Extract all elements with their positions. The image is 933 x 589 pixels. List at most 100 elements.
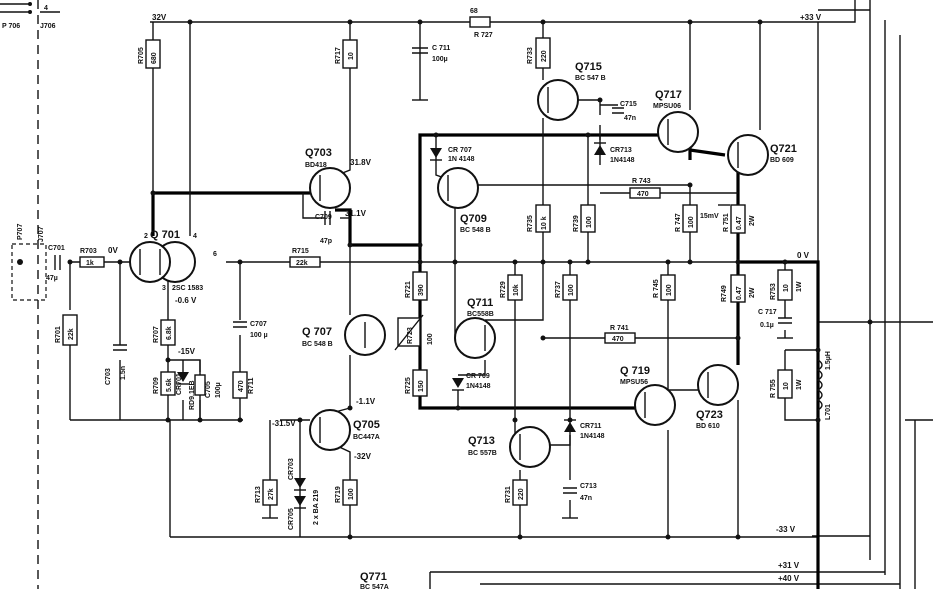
cr705-ref: CR705 bbox=[288, 508, 295, 530]
c705-ref: C705 bbox=[205, 381, 212, 398]
q713-ref: Q713 bbox=[468, 435, 495, 447]
c703-ref: C703 bbox=[105, 368, 112, 385]
q705-ref: Q705 bbox=[353, 419, 380, 431]
r705-ref: R705 bbox=[138, 47, 145, 64]
r729-value: 10k bbox=[513, 284, 520, 296]
rail-plus33v: +33 V bbox=[800, 13, 822, 22]
cr703-type: 2 x BA 219 bbox=[313, 490, 320, 525]
q701b-symbol bbox=[129, 241, 171, 283]
q719-ref: Q 719 bbox=[620, 365, 650, 377]
cr711-symbol bbox=[564, 422, 576, 432]
cr707-symbol bbox=[430, 148, 442, 158]
c711-value: 100µ bbox=[432, 56, 448, 63]
r745-ref: R 745 bbox=[653, 279, 660, 298]
r755-power: 1W bbox=[796, 379, 803, 390]
p706-label: P 706 bbox=[2, 23, 20, 30]
q709-ref: Q709 bbox=[460, 213, 487, 225]
v-q701-base: 0V bbox=[108, 246, 118, 255]
r727-body bbox=[469, 16, 491, 28]
r725-ref: R725 bbox=[405, 377, 412, 394]
r745-body bbox=[660, 274, 676, 301]
r747-ref: R 747 bbox=[675, 213, 682, 232]
thin-wiring bbox=[69, 22, 818, 537]
r709-value: 5.6k bbox=[166, 378, 173, 392]
r743-value: 470 bbox=[637, 191, 649, 198]
pin-2: 2 bbox=[144, 233, 148, 240]
q721-ref: Q721 bbox=[770, 143, 797, 155]
l701-inductor-symbol bbox=[816, 359, 823, 411]
cr701-symbol bbox=[177, 372, 189, 382]
v-minus31-5: -31.5V bbox=[272, 419, 296, 428]
r741-body bbox=[604, 332, 636, 344]
junction-dots bbox=[17, 19, 873, 540]
r725-value: 150 bbox=[418, 380, 425, 392]
pin-4: 4 bbox=[193, 233, 197, 240]
c703-value: 1.5n bbox=[120, 366, 127, 380]
r737-body bbox=[562, 274, 578, 301]
c701-symbol bbox=[54, 255, 61, 270]
r707-body bbox=[160, 319, 176, 346]
c713-ref: C713 bbox=[580, 483, 597, 490]
q703-type: BD418 bbox=[305, 162, 327, 169]
r743-body bbox=[629, 187, 661, 199]
q723-type: BD 610 bbox=[696, 423, 720, 430]
r731-value: 220 bbox=[518, 488, 525, 500]
r715-value: 22k bbox=[296, 260, 308, 267]
c715-symbol bbox=[612, 107, 624, 114]
r711-body bbox=[232, 371, 248, 399]
q719-symbol bbox=[634, 384, 676, 426]
cr701-ref: CR701 bbox=[176, 373, 183, 395]
q715-symbol bbox=[537, 79, 579, 121]
r721-body bbox=[412, 271, 428, 301]
r721-ref: R721 bbox=[405, 281, 412, 298]
r723-value: 100 bbox=[427, 333, 434, 345]
q703-ref: Q703 bbox=[305, 147, 332, 159]
r717-ref: R717 bbox=[335, 47, 342, 64]
r715-ref: R715 bbox=[292, 248, 309, 255]
v-minus32: -32V bbox=[354, 452, 372, 461]
r753-value: 10 bbox=[783, 284, 790, 292]
r703-ref: R703 bbox=[80, 248, 97, 255]
r737-value: 100 bbox=[568, 284, 575, 296]
diode-symbols bbox=[177, 125, 606, 509]
r703-value: 1k bbox=[86, 260, 94, 267]
c707-ref: C707 bbox=[250, 321, 267, 328]
r731-ref: R731 bbox=[505, 486, 512, 503]
r739-ref: R739 bbox=[573, 215, 580, 232]
r701-body bbox=[62, 314, 78, 346]
c715-value: 47n bbox=[624, 115, 636, 122]
cr711-ref: CR711 bbox=[580, 423, 602, 430]
v-minus1-1: -1.1V bbox=[356, 397, 376, 406]
p707-label: P707 bbox=[17, 224, 24, 240]
r751-ref: R 751 bbox=[723, 213, 730, 232]
cr703-symbol bbox=[294, 478, 306, 488]
r735-ref: R735 bbox=[527, 215, 534, 232]
r721-value: 390 bbox=[418, 284, 425, 296]
cr711-type: 1N4148 bbox=[580, 433, 605, 440]
r731-body bbox=[512, 479, 528, 506]
r737-ref: R737 bbox=[555, 281, 562, 298]
r715-body bbox=[289, 256, 321, 268]
transistor-symbols bbox=[129, 79, 769, 468]
rail-plus31v: +31 V bbox=[778, 561, 800, 570]
q771-type: BC 547A bbox=[360, 584, 389, 589]
r733-ref: R733 bbox=[527, 47, 534, 64]
r713-ref: R713 bbox=[255, 486, 262, 503]
r753-body bbox=[777, 269, 793, 301]
q717-symbol bbox=[657, 111, 699, 153]
q709-type: BC 548 B bbox=[460, 227, 491, 234]
r713-body bbox=[262, 479, 278, 506]
r735-body bbox=[535, 204, 551, 233]
q713-type: BC 557B bbox=[468, 450, 497, 457]
r739-value: 100 bbox=[586, 216, 593, 228]
r745-value: 100 bbox=[666, 284, 673, 296]
rail-0v: 0 V bbox=[797, 251, 810, 260]
r701-ref: R701 bbox=[55, 326, 62, 343]
q703-symbol bbox=[309, 167, 351, 209]
q705-symbol bbox=[309, 409, 351, 451]
c711-ref: C 711 bbox=[432, 45, 450, 52]
cr701-type: RD9.1EB bbox=[189, 380, 196, 410]
r751-power: 2W bbox=[749, 215, 756, 226]
r741-ref: R 741 bbox=[610, 325, 629, 332]
